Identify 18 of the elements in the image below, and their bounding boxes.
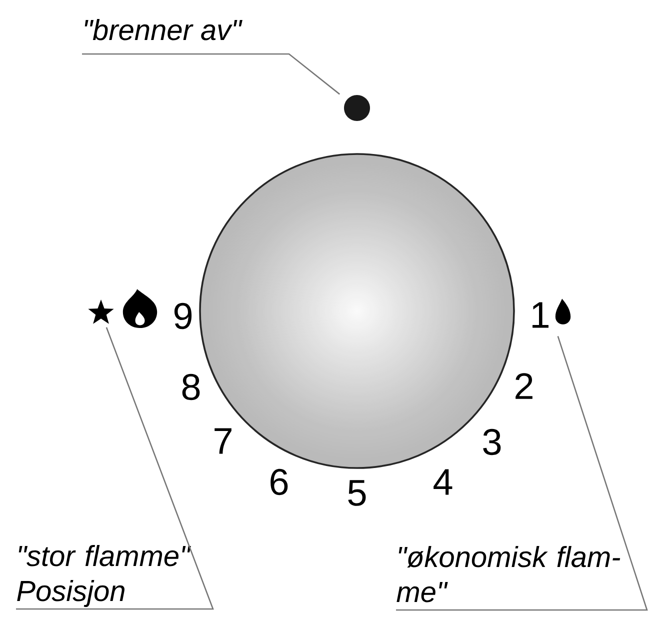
dial-number: 7	[214, 428, 232, 454]
dial-number: 9	[174, 302, 192, 330]
star-icon	[88, 300, 114, 324]
dial-number: 3	[483, 428, 501, 456]
callout-label: "stor flamme" Posisjon	[17, 544, 191, 608]
dial-number: 2	[516, 373, 532, 399]
callout-label: "brenner av"	[84, 18, 242, 40]
leader-line	[82, 53, 340, 95]
flame-icon	[555, 298, 571, 324]
leader-line	[16, 327, 214, 610]
leader-line	[396, 336, 648, 611]
dot	[344, 95, 370, 121]
dial-number: 4	[434, 469, 452, 495]
dial-number: 6	[270, 468, 288, 496]
dial-number: 5	[348, 480, 366, 506]
dial-number: 8	[182, 374, 200, 400]
dial-number: 1	[532, 302, 548, 328]
callout-label: "økonomisk flam- me"	[396, 546, 620, 602]
